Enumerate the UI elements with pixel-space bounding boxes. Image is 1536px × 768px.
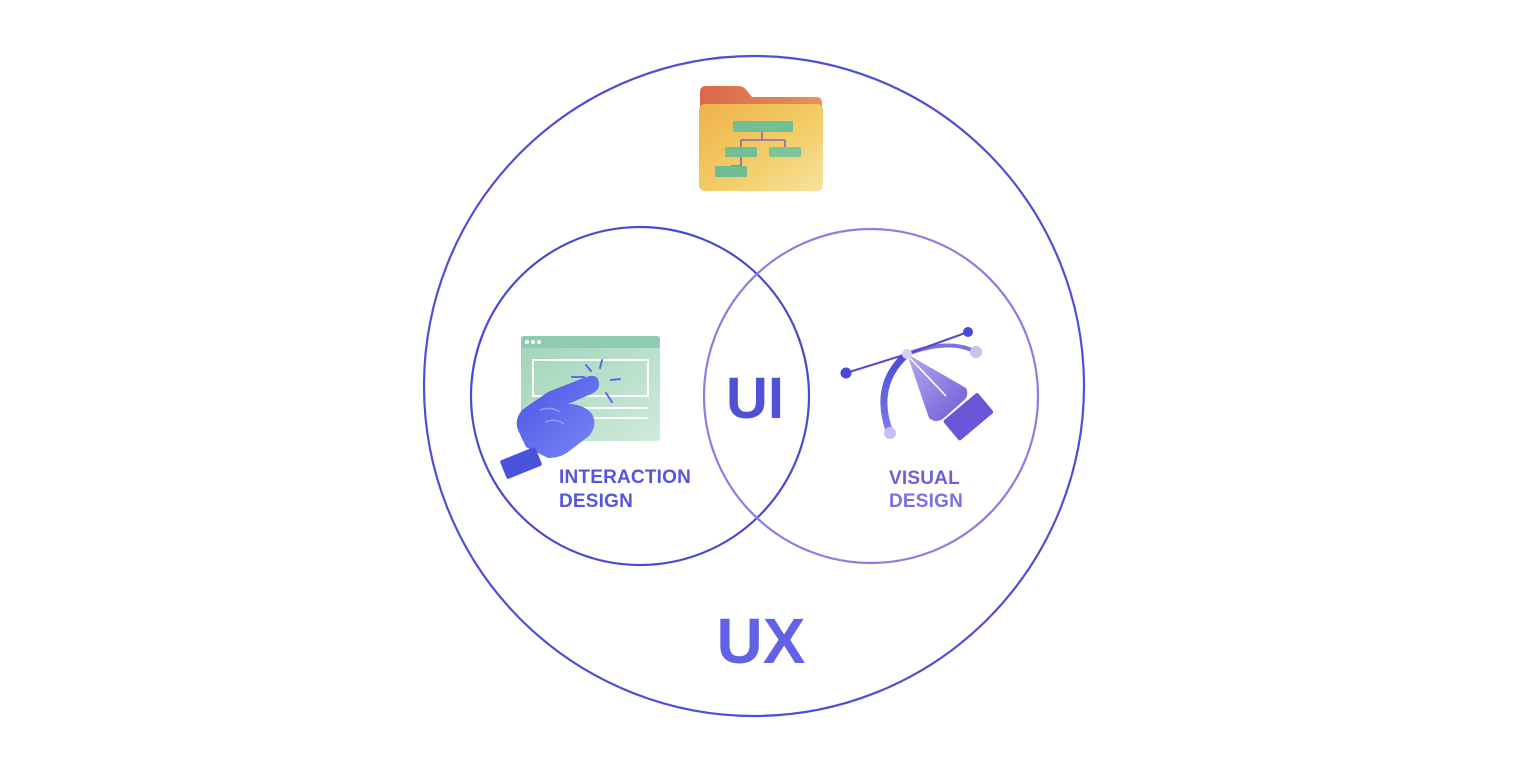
visual-design-label-line2: DESIGN (889, 491, 963, 512)
ux-label: UX (717, 605, 806, 677)
interaction-design-label-line2: DESIGN (559, 491, 633, 512)
visual-design-label-line1: VISUAL (889, 468, 960, 489)
ux-outer-circle (422, 54, 1086, 718)
folder-sitemap-icon (699, 86, 823, 191)
hand-pointer-browser-icon (500, 336, 660, 479)
interaction-design-circle (469, 225, 811, 567)
pen-tool-bezier-icon (840, 327, 994, 441)
interaction-design-label-line1: INTERACTION (559, 467, 691, 488)
visual-design-circle (702, 227, 1040, 565)
ui-label: UI (726, 366, 784, 431)
